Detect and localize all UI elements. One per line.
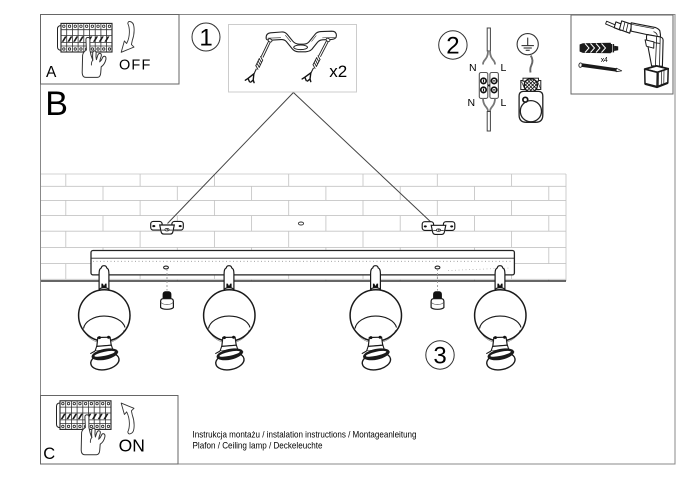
svg-text:x2: x2 xyxy=(329,62,347,81)
svg-text:ON: ON xyxy=(119,435,145,455)
svg-text:1: 1 xyxy=(199,25,212,52)
svg-text:OFF: OFF xyxy=(119,58,150,74)
svg-text:A: A xyxy=(46,64,57,81)
svg-text:x4: x4 xyxy=(601,57,608,64)
svg-text:Instrukcja montażu / instalati: Instrukcja montażu / instalation instruc… xyxy=(193,429,417,440)
svg-text:B: B xyxy=(45,85,68,123)
svg-text:3: 3 xyxy=(433,343,446,370)
svg-text:2: 2 xyxy=(446,33,459,60)
svg-text:L: L xyxy=(501,97,507,109)
svg-text:C: C xyxy=(43,445,55,463)
svg-text:N: N xyxy=(469,62,477,74)
svg-text:Plafon / Ceiling lamp / Deckel: Plafon / Ceiling lamp / Deckeleuchte xyxy=(193,441,323,452)
svg-text:L: L xyxy=(501,62,507,74)
svg-text:N: N xyxy=(468,97,476,109)
